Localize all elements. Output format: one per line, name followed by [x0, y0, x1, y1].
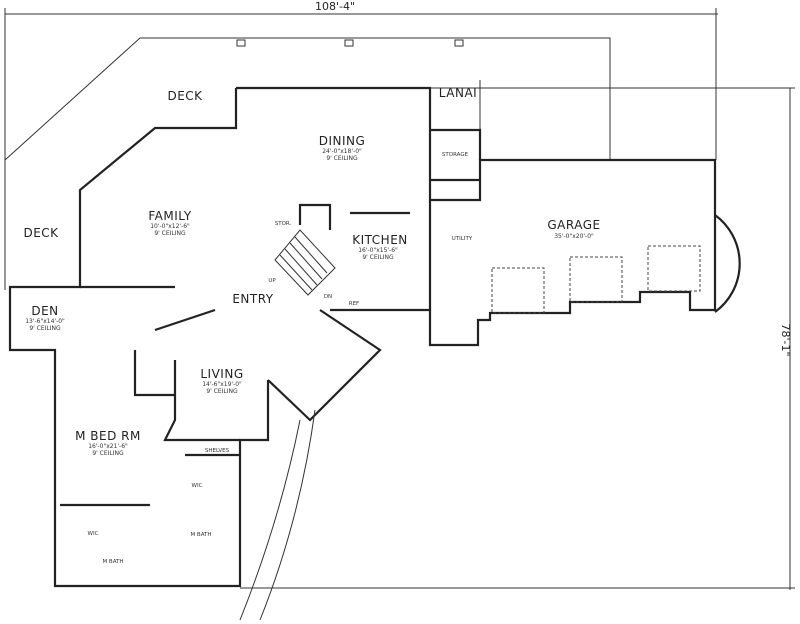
den-size: 13'-6"x14'-0"	[25, 318, 65, 325]
garage-bays	[491, 214, 741, 314]
dining-size: 24'-0"x18'-0"	[322, 148, 362, 155]
kitchen-ceiling: 9' CEILING	[362, 254, 394, 261]
room-living: LIVING	[200, 367, 243, 381]
room-kitchen: KITCHEN	[352, 233, 408, 247]
room-deck-top: DECK	[167, 89, 203, 103]
driveway-curve	[239, 419, 301, 621]
stairs	[274, 229, 336, 296]
garage-size: 35'-0"x20'-0"	[554, 233, 594, 240]
room-wic-2: WIC	[88, 531, 99, 537]
mbed-size: 16'-0"x21'-6"	[88, 443, 128, 450]
room-utility: UTILITY	[452, 236, 473, 242]
stair-up-label: UP	[268, 278, 276, 284]
room-wic-1: WIC	[192, 483, 203, 489]
room-shelves: SHELVES	[205, 448, 230, 454]
room-mbath-2: M BATH	[102, 559, 123, 565]
mbed-ceiling: 9' CEILING	[92, 450, 124, 457]
room-garage: GARAGE	[547, 218, 600, 232]
living-ceiling: 9' CEILING	[206, 388, 238, 395]
entry-porch	[267, 309, 382, 422]
depth-dimension: 78'-1"	[779, 323, 792, 356]
dining-ceiling: 9' CEILING	[326, 155, 358, 162]
room-dining: DINING	[319, 134, 366, 148]
ref-label: REF	[349, 301, 359, 307]
width-dimension: 108'-4"	[315, 0, 355, 13]
den-ceiling: 9' CEILING	[29, 325, 61, 332]
room-family: FAMILY	[148, 209, 191, 223]
living-size: 14'-6"x19'-0"	[202, 381, 242, 388]
driveway-curve-inner	[259, 409, 316, 621]
room-stor: STOR.	[275, 221, 292, 227]
room-deck-left: DECK	[23, 226, 59, 240]
room-entry: ENTRY	[232, 292, 273, 306]
stair-dn-label: DN	[324, 294, 332, 300]
family-size: 10'-0"x12'-6"	[150, 223, 190, 230]
room-lanai: LANAI	[439, 86, 477, 100]
room-storage: STORAGE	[442, 152, 469, 158]
dimension-lines	[4, 8, 795, 590]
deck-outline	[4, 37, 611, 290]
family-ceiling: 9' CEILING	[154, 230, 186, 237]
room-master-bedroom: M BED RM	[75, 429, 141, 443]
room-den: DEN	[31, 304, 58, 318]
exterior-walls	[8, 86, 717, 588]
room-mbath-1: M BATH	[190, 532, 211, 538]
kitchen-size: 16'-0"x15'-6"	[358, 247, 398, 254]
